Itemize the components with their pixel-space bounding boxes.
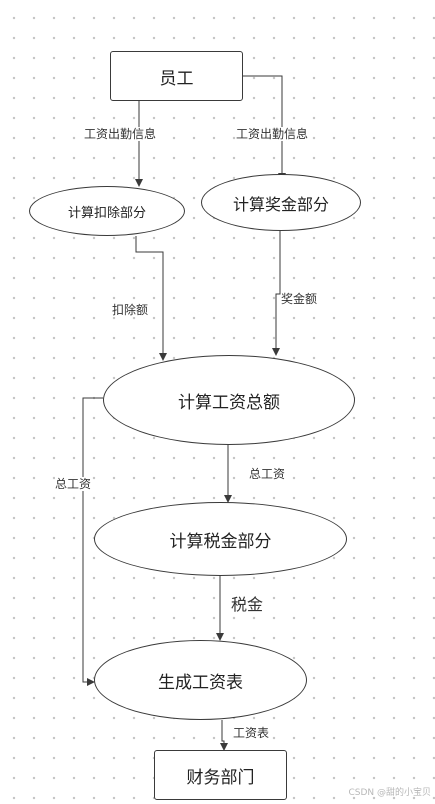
edge-label-attendance-right: 工资出勤信息	[236, 127, 309, 141]
node-finance-dept: 财务部门	[154, 750, 287, 800]
node-finance-dept-label: 财务部门	[186, 767, 255, 788]
node-calc-total-salary: 计算工资总额	[103, 355, 355, 445]
edge-label-total-salary-to-tax: 总工资	[249, 467, 286, 481]
node-generate-salary-table-label: 生成工资表	[158, 672, 243, 693]
node-calc-tax-label: 计算税金部分	[169, 531, 272, 552]
edge-label-tax: 税金	[231, 595, 264, 614]
node-employee-label: 员工	[159, 68, 194, 89]
edge-label-deduction-amount: 扣除额	[112, 303, 149, 317]
edge-label-attendance-left: 工资出勤信息	[84, 127, 157, 141]
node-calc-deduction-label: 计算扣除部分	[67, 205, 146, 221]
node-calc-total-salary-label: 计算工资总额	[178, 392, 280, 413]
edge-total-to-salary-table	[82, 397, 103, 686]
edge-label-salary-table: 工资表	[233, 726, 270, 740]
edge-bonus-to-total	[272, 231, 281, 356]
node-generate-salary-table: 生成工资表	[94, 640, 307, 720]
edge-label-bonus-amount: 奖金额	[281, 292, 318, 306]
edge-employee-to-bonus	[243, 75, 286, 181]
edge-label-total-salary-side: 总工资	[55, 477, 92, 491]
node-calc-bonus-label: 计算奖金部分	[232, 194, 329, 214]
node-calc-tax: 计算税金部分	[94, 502, 347, 576]
node-calc-deduction: 计算扣除部分	[29, 186, 185, 236]
watermark: CSDN @甜的小宝贝	[348, 788, 431, 798]
edge-deduction-to-total	[135, 236, 167, 361]
edge-salary-table-to-finance	[220, 720, 228, 751]
node-calc-bonus: 计算奖金部分	[201, 174, 361, 231]
node-employee: 员工	[110, 51, 243, 101]
